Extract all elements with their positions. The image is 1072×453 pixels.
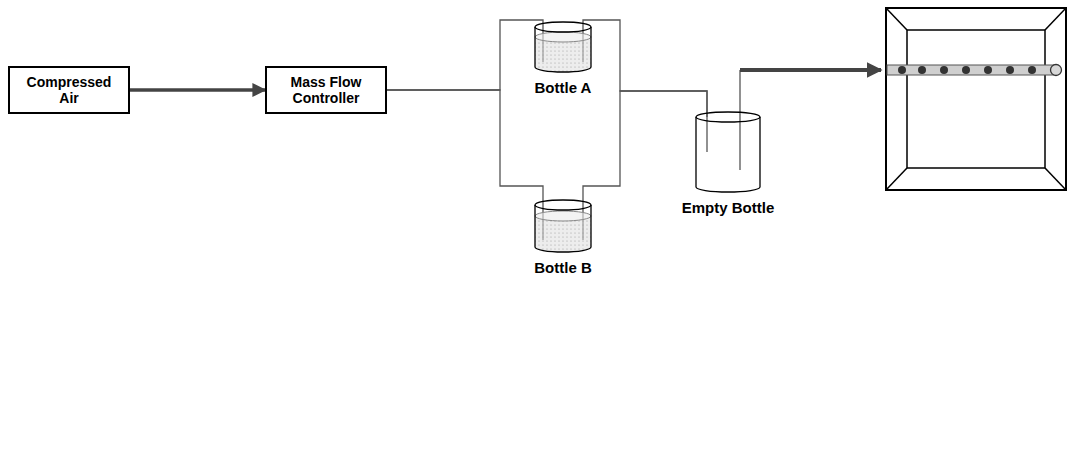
tube-line (583, 91, 707, 205)
cylinder-outline (534, 200, 592, 253)
bottle-vessel: Bottle A (531, 22, 595, 96)
outlet-arrow (740, 68, 881, 72)
bottle-label: Empty Bottle (679, 199, 778, 216)
cylinder-outline (534, 22, 592, 73)
tube-line (387, 20, 543, 90)
bottle-vessel: Bottle B (531, 200, 595, 276)
tube-line (387, 90, 543, 205)
bottle-label: Bottle A (531, 79, 595, 96)
bottle-vessel: Empty Bottle (679, 112, 778, 216)
flow-arrow (130, 88, 265, 92)
box-label: Compressed Air (16, 74, 122, 106)
tube-line (583, 20, 707, 117)
sample-dots (898, 66, 1036, 74)
chamber (886, 8, 1066, 190)
box-label: Mass Flow Controller (273, 74, 379, 106)
cylinder-outline (695, 112, 761, 193)
process-box: Mass Flow Controller (265, 66, 387, 114)
bottle-label: Bottle B (531, 259, 595, 276)
process-box: Compressed Air (8, 66, 130, 114)
